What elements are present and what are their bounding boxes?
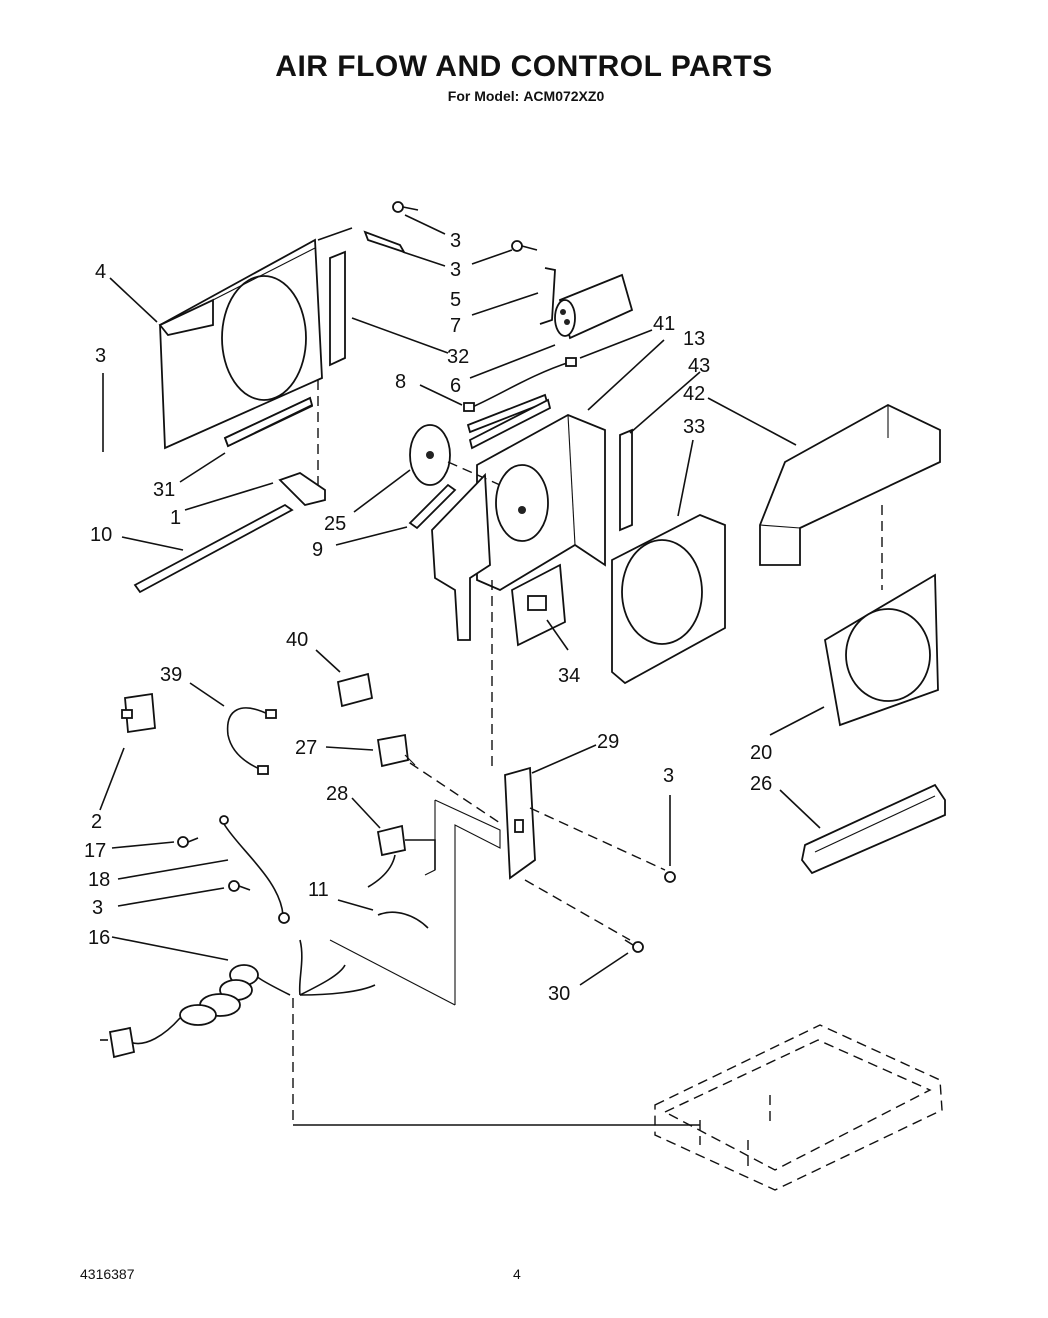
- callout-17: 17: [84, 840, 106, 862]
- callout-26: 26: [750, 773, 772, 795]
- part-capacitor-41: [554, 273, 634, 340]
- callout-10: 10: [90, 524, 112, 546]
- part-seal-strip-32: [329, 250, 346, 367]
- model-label: For Model:: [447, 88, 520, 104]
- callout-39: 39: [160, 664, 182, 686]
- callout-6: 6: [450, 375, 461, 397]
- callout-42: 42: [683, 383, 705, 405]
- part-duct-42: [759, 403, 941, 590]
- screw-30: [624, 939, 644, 953]
- leader-lines: [99, 214, 825, 986]
- screw-top-a: [392, 201, 419, 213]
- model-number: ACM072XZ0: [523, 88, 605, 104]
- wiring-frame: [329, 799, 501, 1006]
- screw-top-b: [511, 240, 538, 252]
- part-clip-2: [121, 692, 156, 734]
- page-title: AIR FLOW AND CONTROL PARTS: [275, 50, 773, 83]
- part-bracket-5: [317, 227, 406, 254]
- callout-28: 28: [326, 783, 348, 805]
- part-strip-9: [408, 483, 457, 530]
- part-strip-41: [468, 398, 552, 450]
- part-bracket-29: [491, 580, 666, 941]
- callout-3: 3: [663, 765, 674, 787]
- part-capacitor-strap-7: [539, 267, 556, 325]
- screw-lower-left: [228, 880, 251, 892]
- callout-33: 33: [683, 416, 705, 438]
- callout-40: 40: [286, 629, 308, 651]
- callout-25: 25: [324, 513, 346, 535]
- callout-4: 4: [95, 261, 106, 283]
- part-scroll-33: [611, 514, 726, 685]
- callout-3: 3: [450, 230, 461, 252]
- part-blower-wheel-25: [409, 424, 501, 486]
- part-side-panel-left: [158, 238, 323, 488]
- part-control-plate-34: [511, 563, 566, 647]
- part-control-bracket: [431, 472, 491, 641]
- part-strip-31: [223, 396, 314, 448]
- callout-29: 29: [597, 731, 619, 753]
- callout-13: 13: [683, 328, 705, 350]
- callout-34: 34: [558, 665, 580, 687]
- callout-2: 2: [91, 811, 102, 833]
- part-seal-43: [619, 428, 633, 532]
- part-base-pan-reference: [654, 1024, 943, 1191]
- callout-labels: 3 3 5 7 41 13 4 3 32 8 6 43 42 33 31 1 2…: [84, 230, 772, 1005]
- part-thermostat-28: [367, 824, 436, 888]
- part-switch-27: [376, 733, 504, 826]
- callout-1: 1: [170, 507, 181, 529]
- callout-16: 16: [88, 927, 110, 949]
- callout-31: 31: [153, 479, 175, 501]
- part-rail-10: [133, 503, 294, 594]
- part-drain-pan-26: [801, 783, 946, 875]
- part-tube-11: [377, 911, 429, 929]
- part-power-cord-16: [100, 939, 700, 1126]
- part-motor-mount: [495, 464, 549, 542]
- callout-7: 7: [450, 315, 461, 337]
- callout-3: 3: [95, 345, 106, 367]
- callout-20: 20: [750, 742, 772, 764]
- callout-3: 3: [92, 897, 103, 919]
- model-subtitle: For Model:ACM072XZ0: [0, 88, 1048, 104]
- part-orifice-panel-20: [824, 573, 939, 727]
- part-foam-block-40: [336, 672, 374, 708]
- callout-5: 5: [450, 289, 461, 311]
- callout-9: 9: [312, 539, 323, 561]
- callout-41: 41: [653, 313, 675, 335]
- part-bracket-1: [278, 472, 326, 506]
- callout-3: 3: [450, 259, 461, 281]
- callout-27: 27: [295, 737, 317, 759]
- screw-17: [177, 836, 199, 848]
- callout-8: 8: [395, 371, 406, 393]
- document-number: 4316387: [80, 1266, 135, 1282]
- callout-32: 32: [447, 346, 469, 368]
- part-ground-wire-18: [219, 815, 290, 924]
- part-wire-39: [226, 707, 277, 775]
- screw-right: [664, 871, 676, 883]
- callout-43: 43: [688, 355, 710, 377]
- callout-18: 18: [88, 869, 110, 891]
- callout-30: 30: [548, 983, 570, 1005]
- page-number: 4: [513, 1266, 521, 1282]
- part-wire-6: [463, 357, 577, 412]
- callout-11: 11: [308, 879, 329, 901]
